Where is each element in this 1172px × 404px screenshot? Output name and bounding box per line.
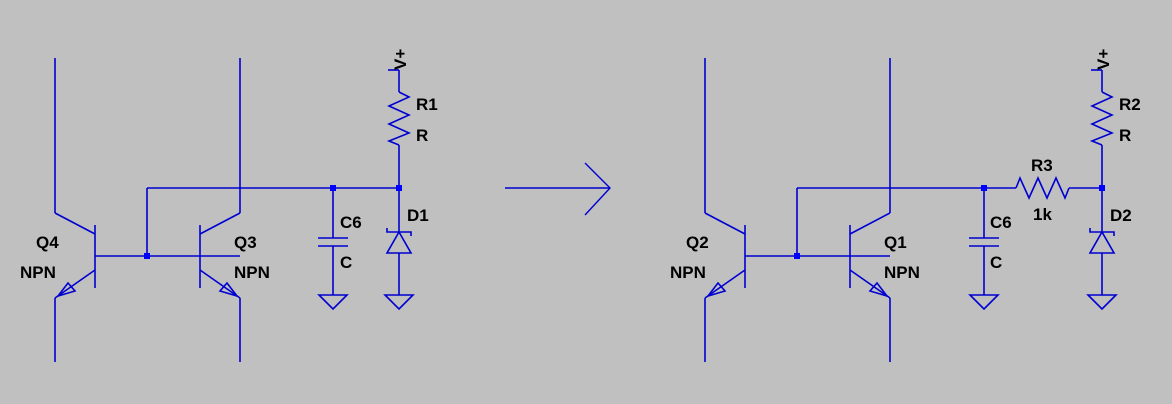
junction-dot [794, 253, 800, 259]
label-r3-ref: R3 [1031, 156, 1053, 175]
label-q1-model: NPN [884, 263, 920, 282]
right-capacitor [968, 188, 1000, 311]
junction-dot [330, 185, 336, 191]
right-transistor-q2 [704, 58, 890, 362]
left-circuit: Q4 NPN Q3 NPN C6 C R1 R D1 V+ [20, 49, 438, 362]
label-c6-ref: C6 [990, 213, 1012, 232]
left-transistor-q3 [199, 58, 241, 362]
label-supply-right: V+ [1094, 49, 1113, 70]
junction-dot [981, 185, 987, 191]
junction-dot [396, 185, 402, 191]
transform-arrow-icon [505, 162, 611, 216]
right-transistor-q1 [849, 58, 891, 362]
junction-dot [144, 253, 150, 259]
left-zener-diode [383, 188, 415, 311]
label-q3-ref: Q3 [234, 233, 257, 252]
label-q1-ref: Q1 [884, 233, 907, 252]
label-q2-ref: Q2 [686, 233, 709, 252]
label-c6-ref: C6 [340, 213, 362, 232]
label-r2-value: R [1119, 126, 1131, 145]
right-resistor-r3 [1015, 175, 1102, 201]
label-q2-model: NPN [670, 263, 706, 282]
label-r1-value: R [416, 126, 428, 145]
label-q4-ref: Q4 [36, 233, 59, 252]
label-q3-model: NPN [234, 263, 270, 282]
label-d2-ref: D2 [1110, 206, 1132, 225]
right-zener-diode [1086, 188, 1118, 311]
label-q4-model: NPN [20, 263, 56, 282]
label-c6-value: C [340, 253, 352, 272]
right-circuit: Q2 NPN Q1 NPN C6 C R3 1k R2 R D2 V+ [670, 49, 1141, 362]
right-resistor-r2 [1089, 69, 1115, 188]
label-supply-left: V+ [391, 49, 410, 70]
label-r2-ref: R2 [1119, 95, 1141, 114]
label-d1-ref: D1 [407, 206, 429, 225]
label-r3-value: 1k [1033, 205, 1052, 224]
junction-dot [1099, 185, 1105, 191]
label-r1-ref: R1 [416, 95, 438, 114]
label-c6-value: C [990, 253, 1002, 272]
left-capacitor [317, 188, 349, 311]
left-resistor-r1 [386, 69, 412, 188]
left-transistor-q4 [54, 58, 240, 362]
